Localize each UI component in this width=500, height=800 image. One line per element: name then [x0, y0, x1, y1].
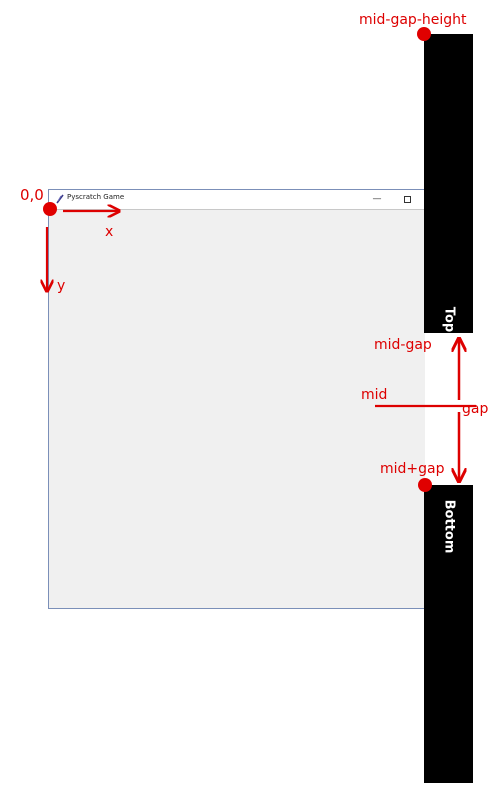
window-titlebar[interactable]: Pyscratch Game — — [49, 190, 425, 210]
bottom-pipe: Bottom — [424, 485, 473, 783]
maximize-button[interactable] — [400, 193, 414, 205]
mid-gap-height-label: mid-gap-height — [359, 12, 467, 28]
top-pipe-label: Top — [441, 306, 456, 333]
top-pipe: Top — [424, 34, 473, 333]
game-window: Pyscratch Game — — [48, 189, 425, 609]
window-title: Pyscratch Game — [67, 193, 125, 201]
minimize-button[interactable]: — — [372, 194, 382, 204]
gap-label: gap — [462, 401, 488, 417]
feather-icon — [56, 194, 64, 204]
bottom-pipe-label: Bottom — [441, 499, 456, 554]
origin-label: 0,0 — [20, 186, 44, 204]
